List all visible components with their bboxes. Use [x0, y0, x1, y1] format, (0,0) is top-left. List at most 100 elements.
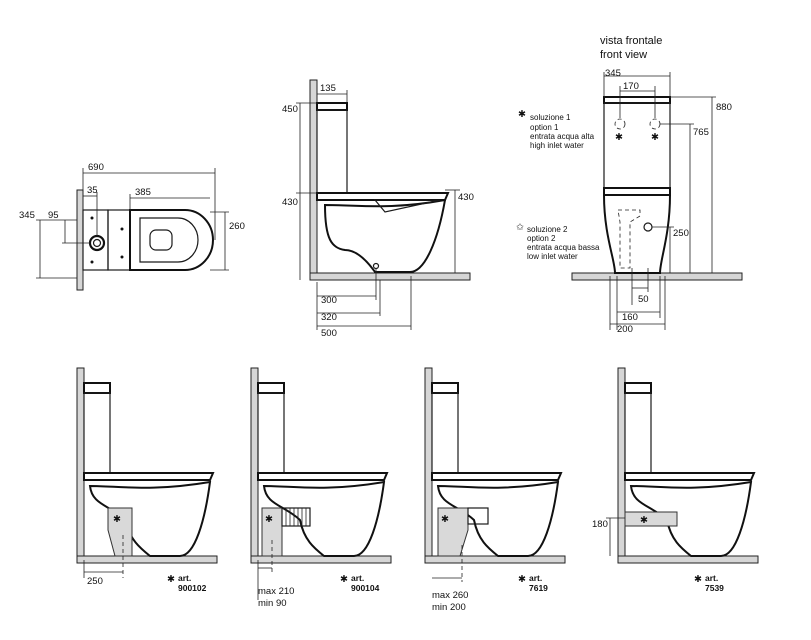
- front-title-it: vista frontale: [600, 35, 662, 47]
- v1-seat: [83, 472, 215, 481]
- v1-art-label: art.: [178, 573, 191, 583]
- v3-asterisk-icon: ✱: [441, 514, 449, 525]
- v2-min: min 90: [258, 598, 287, 609]
- v4-tank-lid: [624, 382, 652, 394]
- v2-tank: [257, 392, 285, 474]
- legend-opt1-line3: entrata acqua alta: [530, 132, 595, 141]
- v2-bowl: [262, 480, 386, 557]
- front-dim-880: 880: [716, 102, 732, 113]
- v4-dim: 180: [592, 519, 608, 530]
- side-floor: [309, 272, 471, 281]
- side-tank-lid: [316, 102, 348, 111]
- plan-bolt: [90, 260, 94, 264]
- front-view: vista frontale front view ✱ ✱ 345 170 88…: [516, 35, 743, 335]
- side-bowl: [323, 198, 447, 273]
- legend-opt1-line1: soluzione 1: [530, 113, 571, 122]
- v4-pipe: [624, 511, 678, 527]
- v4-art-label: art.: [705, 573, 718, 583]
- v1-asterisk-icon: ✱: [113, 514, 121, 525]
- v3-connector: [467, 507, 489, 525]
- v1-art-no: 900102: [178, 583, 207, 593]
- plan-dim-bowl: 385: [135, 187, 151, 198]
- v1-tank-lid: [83, 382, 111, 394]
- v2-art-label: art.: [351, 573, 364, 583]
- legend-asterisk-icon: ✱: [518, 109, 526, 120]
- v2-seat: [257, 472, 389, 481]
- side-view: 135 450 430 430 300 320 500: [282, 79, 474, 339]
- variant-7619: ✱ max 260 min 200 ✱ art. 7619: [424, 367, 566, 613]
- plan-tank-front: [107, 209, 131, 271]
- v1-pipe: [107, 507, 133, 557]
- plan-dim-length: 690: [88, 162, 104, 173]
- v2-max: max 210: [258, 586, 294, 597]
- v4-tank: [624, 392, 652, 474]
- v3-tank: [431, 392, 459, 474]
- front-dim-width: 345: [605, 68, 621, 79]
- v2-flex-connector: [281, 507, 311, 527]
- side-dim-seat-right: 430: [458, 192, 474, 203]
- plan-bolt: [120, 255, 124, 259]
- v3-min: min 200: [432, 602, 466, 613]
- v3-art-no: 7619: [529, 583, 548, 593]
- front-dim-250: 250: [673, 228, 689, 239]
- side-seat: [316, 192, 450, 201]
- side-dim-tank-height: 450: [282, 104, 298, 115]
- v3-art-label: art.: [529, 573, 542, 583]
- front-asterisk-icon: ✱: [615, 132, 623, 143]
- v1-dim: 250: [87, 576, 103, 587]
- legend-star-icon: ✩: [516, 222, 525, 233]
- v3-max: max 260: [432, 590, 468, 601]
- front-dim-50: 50: [638, 294, 649, 305]
- v3-pipe: [437, 507, 469, 557]
- side-wall: [309, 79, 318, 281]
- front-floor: [571, 272, 743, 281]
- side-dim-500: 500: [321, 328, 337, 339]
- side-tank: [316, 109, 348, 196]
- v1-wall: [76, 367, 85, 564]
- front-seat: [603, 187, 671, 196]
- v3-asterisk-icon: ✱: [518, 574, 526, 585]
- legend-opt1-line4: high inlet water: [530, 141, 584, 150]
- side-dim-seat-left: 430: [282, 197, 298, 208]
- front-dim-inner: 170: [623, 81, 639, 92]
- v2-wall: [250, 367, 259, 564]
- side-rim: [373, 199, 441, 213]
- plan-outlet: [88, 234, 106, 252]
- v1-asterisk-icon: ✱: [167, 574, 175, 585]
- v4-asterisk-icon: ✱: [640, 515, 648, 526]
- front-bowl: [602, 194, 672, 274]
- front-inlet-high-right: [649, 118, 661, 130]
- front-dim-160: 160: [622, 312, 638, 323]
- side-dim-300: 300: [321, 295, 337, 306]
- v2-asterisk-icon: ✱: [265, 514, 273, 525]
- v4-art-no: 7539: [705, 583, 724, 593]
- front-dim-765: 765: [693, 127, 709, 138]
- v2-art-no: 900104: [351, 583, 380, 593]
- v2-tank-lid: [257, 382, 285, 394]
- plan-dim-width-right: 260: [229, 221, 245, 232]
- legend-opt1-line2: option 1: [530, 123, 559, 132]
- v3-floor: [424, 555, 566, 564]
- v3-seat: [431, 472, 563, 481]
- plan-wall: [76, 189, 84, 291]
- front-title-en: front view: [600, 49, 647, 61]
- front-dim-200: 200: [617, 324, 633, 335]
- v2-floor: [250, 555, 392, 564]
- plan-bolt: [90, 216, 94, 220]
- legend-opt2-line3: entrata acqua bassa: [527, 243, 600, 252]
- front-tank-lid: [603, 96, 671, 104]
- plan-dim-height-left: 345: [19, 210, 35, 221]
- legend-opt2-line2: option 2: [527, 234, 556, 243]
- v4-asterisk-icon: ✱: [694, 574, 702, 585]
- plan-bowl-inner: [139, 217, 199, 263]
- v1-floor: [76, 555, 218, 564]
- front-trap-hidden: [617, 209, 641, 269]
- front-tank: [603, 102, 671, 189]
- plan-dim-drain: 95: [48, 210, 59, 221]
- side-dim-320: 320: [321, 312, 337, 323]
- v4-seat: [624, 472, 756, 481]
- front-asterisk-icon: ✱: [651, 132, 659, 143]
- plan-bolt: [120, 227, 124, 231]
- legend-opt2-line1: soluzione 2: [527, 225, 568, 234]
